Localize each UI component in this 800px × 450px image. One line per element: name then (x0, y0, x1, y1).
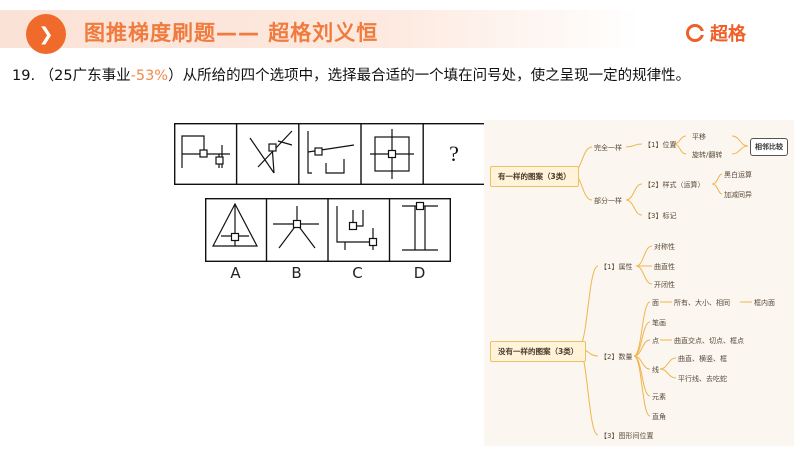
option-b-label[interactable]: B (291, 264, 302, 282)
mindmap-line-detail-1: 曲直、横竖、框 (678, 355, 727, 363)
mindmap-frame-inner: 框内面 (754, 299, 775, 307)
option-d-label[interactable]: D (413, 264, 426, 282)
figure-4 (370, 129, 414, 179)
mindmap-adjacent-compare: 相邻比较 (750, 138, 788, 156)
option-labels: A B C D (205, 264, 449, 284)
option-a-figure[interactable] (212, 202, 258, 247)
mindmap-add-sub: 加减同异 (724, 191, 752, 199)
mindmap-curve-straight: 曲直性 (654, 263, 675, 271)
method-mindmap: 有一样的图案（3类） 完全一样 【1】位置 平移 旋转/翻转 相邻比较 部分一样… (484, 120, 794, 446)
mindmap-symmetry: 对称性 (654, 243, 675, 251)
mindmap-translate: 平移 (692, 133, 706, 141)
option-c-label[interactable]: C (352, 264, 363, 282)
mindmap-bw-op: 黑白运算 (724, 171, 752, 179)
question-stem: 从所给的四个选项中，选择最合适的一个填在问号处，使之呈现一定的规律性。 (182, 68, 691, 84)
figure-2 (249, 130, 293, 174)
brand-name: 超格 (710, 24, 746, 45)
mindmap-complete-same: 完全一样 (594, 144, 622, 152)
header-banner: ❯ 图推梯度刷题—— 超格刘义恒 超格 (0, 0, 800, 54)
brand-logo: 超格 (686, 20, 746, 46)
mindmap-attribute: 【1】属性 (600, 263, 633, 271)
mindmap-point-detail: 曲直交点、切点、框点 (674, 337, 744, 345)
mindmap-style-op: 【2】样式（运算） (644, 181, 705, 189)
mindmap-position: 【1】位置 (644, 141, 677, 149)
mindmap-element: 元素 (652, 393, 666, 401)
mindmap-line: 线 (652, 366, 659, 374)
mindmap-right-angle: 直角 (652, 413, 666, 421)
mindmap-face-detail: 所有、大小、相同 (674, 299, 730, 307)
option-b-figure[interactable] (273, 206, 319, 249)
brand-g-icon (686, 24, 704, 42)
mindmap-root-different: 没有一样的图案（3类） (490, 341, 587, 362)
mindmap-stroke: 笔画 (652, 319, 666, 327)
figure-1 (181, 135, 230, 168)
banner-bar (0, 10, 640, 48)
figure-3 (307, 131, 355, 174)
question-mark: ? (449, 141, 459, 166)
question-source-suffix: ） (168, 68, 183, 84)
chevron-logo-icon: ❯ (26, 14, 66, 54)
mindmap-position-between: 【3】图形间位置 (600, 432, 654, 440)
mindmap-partial-same: 部分一样 (594, 197, 622, 205)
mindmap-line-detail-2: 平行线、去吃蛇 (678, 375, 727, 383)
mindmap-mark: 【3】标记 (644, 212, 677, 220)
option-c-figure[interactable] (336, 206, 378, 250)
question-source-prefix: （25广东事业 (39, 68, 131, 84)
mindmap-rotate-flip: 旋转/翻转 (692, 151, 723, 159)
question-source-percent: -53% (130, 68, 169, 84)
mindmap-root-same: 有一样的图案（3类） (490, 166, 579, 187)
mindmap-face: 面 (652, 299, 659, 307)
option-d-figure[interactable] (402, 201, 438, 251)
question-number: 19. (12, 68, 36, 84)
option-a-label[interactable]: A (230, 264, 241, 282)
mindmap-point: 点 (652, 337, 659, 345)
mindmap-quantity: 【2】数量 (600, 353, 633, 361)
question-figures: ? (174, 123, 486, 185)
mindmap-open-closed: 开闭性 (654, 281, 675, 289)
option-figures[interactable] (205, 198, 451, 262)
question-text: 19. （25广东事业-53%）从所给的四个选项中，选择最合适的一个填在问号处，… (12, 64, 690, 85)
banner-title: 图推梯度刷题—— 超格刘义恒 (84, 21, 379, 45)
